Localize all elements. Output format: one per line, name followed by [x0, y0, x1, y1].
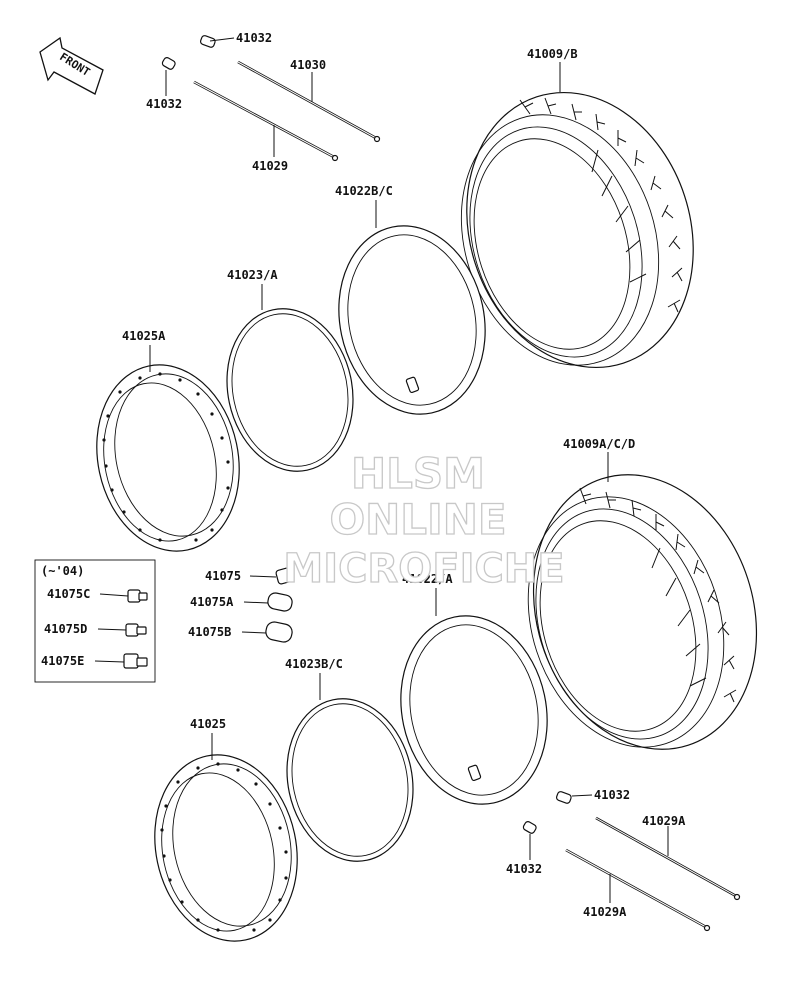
- label-41029A-lower: 41029A: [583, 905, 627, 919]
- label-41029: 41029: [252, 159, 288, 173]
- tube-41022A: [400, 588, 548, 805]
- label-41032-bottom: 41032: [506, 862, 542, 876]
- label-41075C: 41075C: [47, 587, 90, 601]
- valve-41032-left: [161, 57, 176, 96]
- label-41032-left: 41032: [146, 97, 182, 111]
- valve-41032-top: [199, 35, 235, 48]
- valve-cap-41075B: [265, 621, 293, 643]
- rim-41025A: [96, 345, 240, 552]
- label-41075B: 41075B: [188, 625, 231, 639]
- valve-cap-41075C: [127, 589, 148, 603]
- label-41022A: 41022/A: [402, 572, 453, 586]
- label-41032-right: 41032: [594, 788, 630, 802]
- valve-cap-41075E: [123, 653, 148, 669]
- inset-box: (~'04) 41075C 41075D 41075E: [34, 559, 156, 683]
- spoke-41030: [237, 60, 381, 143]
- spoke-41029A-lower: [565, 848, 711, 932]
- label-41025A: 41025A: [122, 329, 166, 343]
- rim-41025: [154, 733, 298, 942]
- valve-41032-bottom: [522, 821, 537, 860]
- label-41009ACD: 41009A/C/D: [563, 437, 635, 451]
- rimband-41023A: [226, 284, 354, 472]
- label-41075E: 41075E: [41, 654, 84, 668]
- label-41023A: 41023/A: [227, 268, 278, 282]
- label-41075: 41075: [205, 569, 241, 583]
- label-41025: 41025: [190, 717, 226, 731]
- tube-41022BC: [338, 200, 486, 415]
- front-arrow-icon: FRONT: [39, 36, 104, 95]
- label-41075D: 41075D: [44, 622, 87, 636]
- rimband-41023BC: [286, 673, 414, 862]
- valve-cap-41075A: [267, 592, 293, 612]
- watermark-line-1: HLSM: [351, 449, 485, 498]
- label-41032-top: 41032: [236, 31, 272, 45]
- valve-cap-41075: [275, 567, 293, 585]
- label-41009B: 41009/B: [527, 47, 578, 61]
- label-41030: 41030: [290, 58, 326, 72]
- inset-title: (~'04): [41, 564, 84, 578]
- spoke-41029A-upper: [595, 816, 741, 901]
- tire-41009B: [460, 62, 694, 369]
- label-41075A: 41075A: [190, 595, 234, 609]
- label-41029A-upper: 41029A: [642, 814, 686, 828]
- spoke-41029: [193, 80, 339, 162]
- watermark: HLSM ONLINE MICROFICHE: [283, 448, 566, 592]
- watermark-line-2: ONLINE: [329, 495, 506, 544]
- label-41023BC: 41023B/C: [285, 657, 343, 671]
- valve-cap-41075D: [125, 623, 147, 637]
- watermark-line-3: MICROFICHE: [283, 546, 564, 592]
- tire-41009ACD: [527, 452, 758, 750]
- valve-41032-right: [555, 791, 593, 804]
- label-41022BC: 41022B/C: [335, 184, 393, 198]
